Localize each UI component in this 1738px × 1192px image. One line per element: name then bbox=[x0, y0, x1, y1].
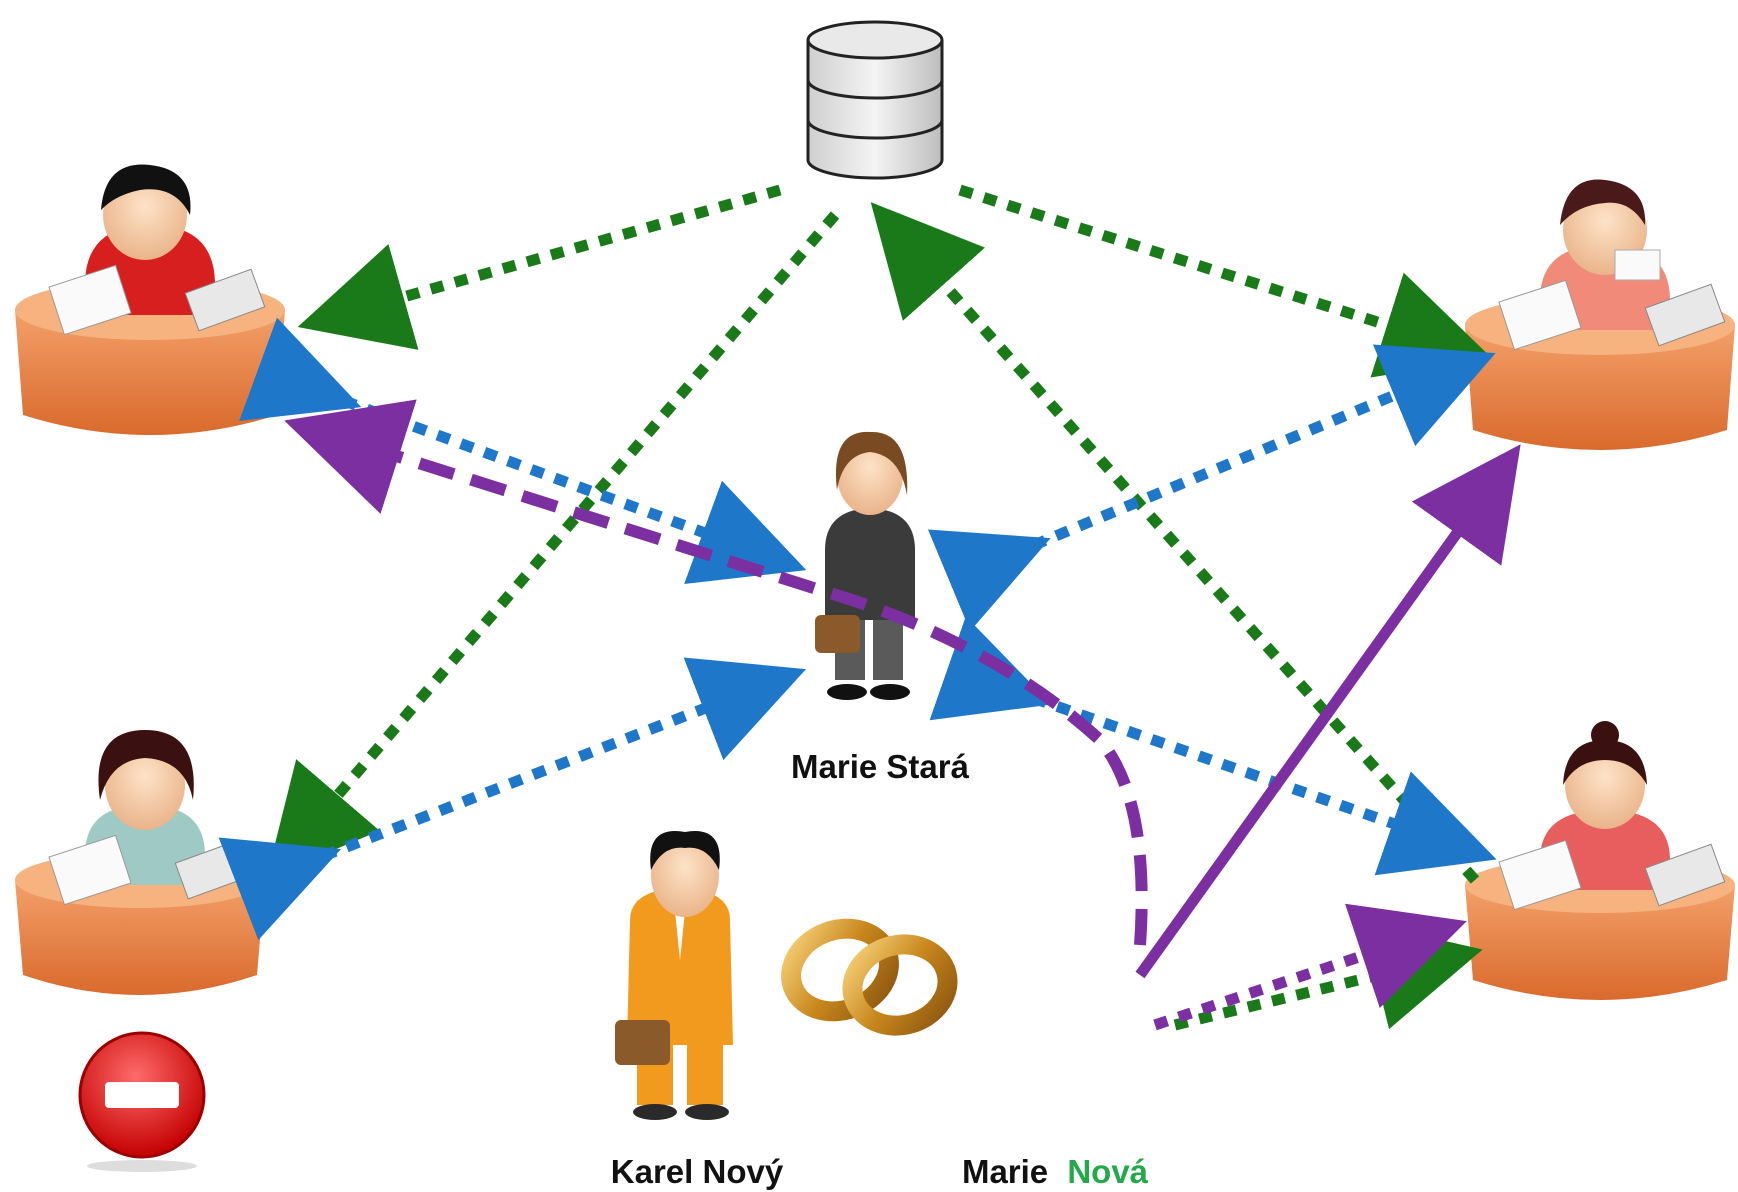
label-marie-nova-last: Nová bbox=[1067, 1153, 1148, 1190]
arrow-center-top-left bbox=[239, 317, 807, 584]
arrow-name-change-to-bottom-right bbox=[1153, 903, 1467, 1031]
arrow-name-change-to-top-right bbox=[1135, 444, 1521, 979]
arrow-center-bottom-left bbox=[218, 657, 807, 941]
wedding-rings-icon bbox=[781, 918, 958, 1036]
no-entry-icon bbox=[78, 1031, 206, 1172]
arrow-center-bottom-right bbox=[929, 616, 1497, 876]
groom-icon bbox=[615, 831, 733, 1120]
office-clerk-top-right bbox=[1465, 179, 1735, 450]
label-marie-nova: Marie Nová bbox=[962, 1153, 1149, 1190]
arrow-db-to-top-left bbox=[297, 184, 782, 350]
arrow-center-top-right bbox=[927, 344, 1496, 632]
database-icon bbox=[806, 20, 944, 180]
purple-arrows bbox=[284, 399, 1521, 1031]
businesswoman-icon bbox=[815, 431, 915, 700]
arrow-db-to-bottom-left bbox=[266, 211, 840, 879]
label-marie-nova-first: Marie bbox=[962, 1153, 1048, 1190]
label-karel-novy: Karel Nový bbox=[611, 1153, 784, 1190]
arrow-db-to-top-right bbox=[958, 184, 1492, 378]
arrow-name-change-to-top-left bbox=[284, 399, 1148, 946]
office-clerk-top-left bbox=[15, 164, 285, 435]
office-clerk-bottom-left bbox=[15, 730, 265, 995]
label-marie-stara: Marie Stará bbox=[791, 748, 970, 785]
arrow-bottom-right-to-db bbox=[870, 202, 1480, 884]
office-clerk-bottom-right bbox=[1465, 721, 1735, 1000]
